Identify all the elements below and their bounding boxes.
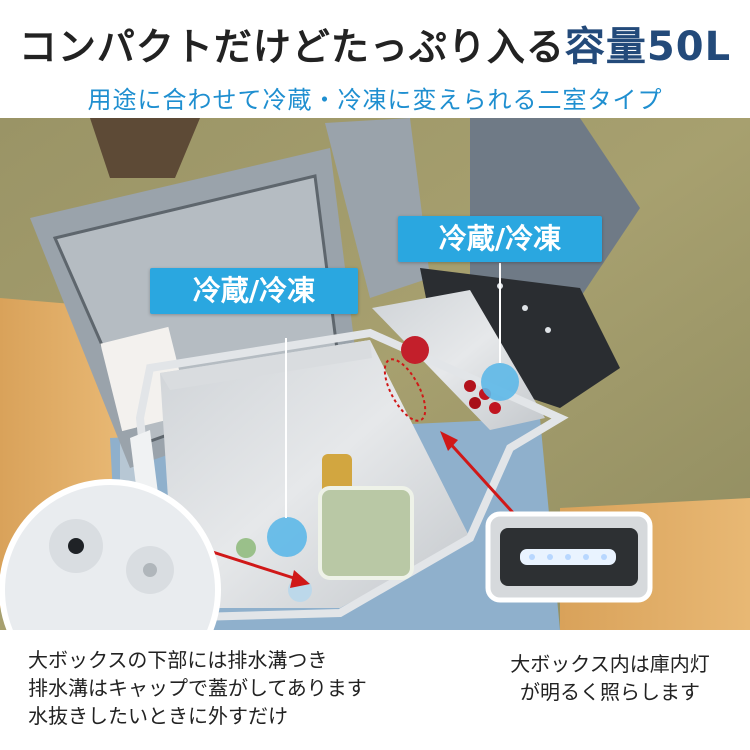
large-compartment-marker bbox=[267, 517, 307, 557]
headline-capacity: 容量50L bbox=[564, 24, 732, 70]
food-container bbox=[320, 488, 412, 578]
subheadline: 用途に合わせて冷蔵・冷凍に変えられる二室タイプ bbox=[87, 86, 663, 114]
drain-caption: 大ボックスの下部には排水溝つき 排水溝はキャップで蓋がしてあります 水抜きしたい… bbox=[28, 646, 367, 730]
small-compartment-marker bbox=[481, 363, 519, 401]
headline: コンパクトだけどたっぷり入る容量50L bbox=[0, 14, 750, 72]
fruit-apple bbox=[401, 336, 429, 364]
drink-can bbox=[322, 454, 352, 494]
drain-caption-line: 水抜きしたいときに外すだけ bbox=[28, 704, 288, 728]
product-photo bbox=[0, 118, 750, 630]
small-compartment-label: 冷蔵/冷凍 bbox=[398, 216, 602, 262]
light-caption: 大ボックス内は庫内灯 が明るく照らします bbox=[480, 650, 740, 706]
light-caption-line: が明るく照らします bbox=[520, 680, 700, 704]
light-caption-line: 大ボックス内は庫内灯 bbox=[510, 652, 710, 676]
drain-caption-line: 大ボックスの下部には排水溝つき bbox=[28, 648, 328, 672]
large-compartment-label: 冷蔵/冷凍 bbox=[150, 268, 358, 314]
drain-caption-line: 排水溝はキャップで蓋がしてあります bbox=[28, 676, 367, 700]
drain-hole bbox=[68, 538, 84, 554]
drain-closeup bbox=[0, 479, 221, 630]
light-highlight-ellipse bbox=[383, 358, 427, 422]
headline-main: コンパクトだけどたっぷり入る bbox=[18, 25, 565, 69]
drain-arrow bbox=[199, 546, 301, 582]
